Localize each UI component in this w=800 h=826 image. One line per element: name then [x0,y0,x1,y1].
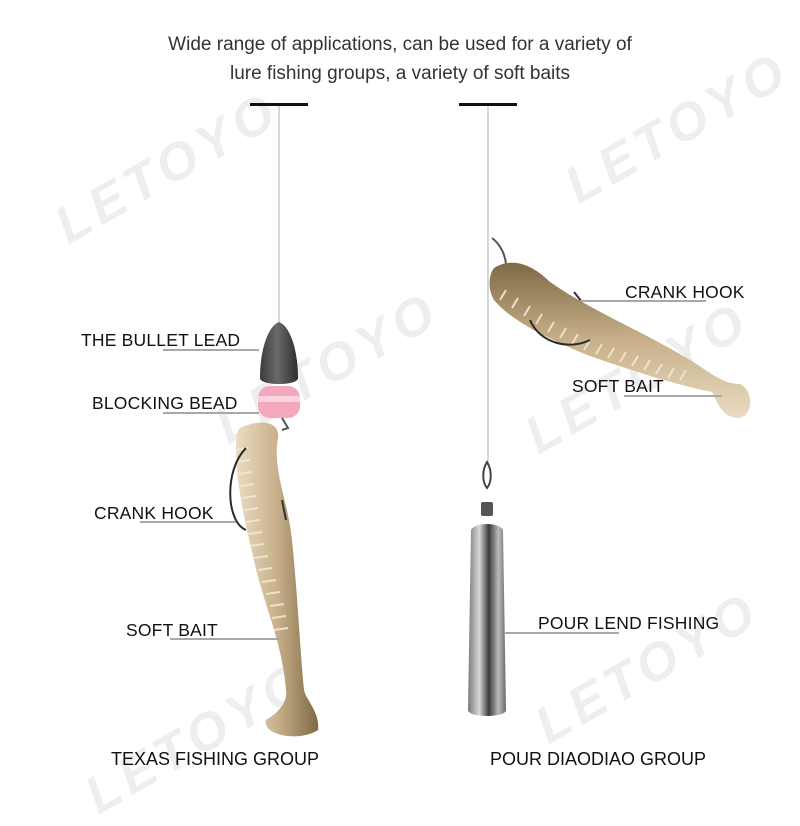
leader-pour-lend-fishing [505,632,619,634]
label-crank-hook-right: CRANK HOOK [625,282,745,302]
headline-line-2: lure fishing groups, a variety of soft b… [229,63,571,84]
leader-soft-bait-right [624,395,722,397]
swivel-icon [481,460,493,516]
label-blocking-bead: BLOCKING BEAD [92,393,238,413]
leader-bullet-lead [163,349,259,351]
leader-soft-bait-left [170,638,282,640]
bullet-lead-icon [260,322,298,384]
leader-blocking-bead [163,412,259,414]
rig-illustrations [229,237,751,737]
pour-lead-sinker-icon [468,524,506,716]
left-soft-bait-icon [229,417,319,737]
texas-group-title: TEXAS FISHING GROUP [111,749,320,769]
left-top-bar [250,103,308,106]
blocking-bead-icon [258,386,300,418]
headline: Wide range of applications, can be used … [0,30,800,88]
diaodiao-group-title: POUR DIAODIAO GROUP [490,749,707,769]
right-soft-bait-icon [489,237,751,419]
leader-crank-hook-right [580,300,706,302]
label-pour-lend-fishing: POUR LEND FISHING [538,613,720,633]
label-soft-bait-right: SOFT BAIT [572,376,664,396]
right-top-bar [459,103,517,106]
label-soft-bait-left: SOFT BAIT [126,620,218,640]
label-bullet-lead: THE BULLET LEAD [81,330,241,350]
left-fishing-line [278,106,280,326]
headline-line-1: Wide range of applications, can be used … [168,34,632,55]
right-fishing-line [487,106,489,466]
label-crank-hook-left: CRANK HOOK [94,503,214,523]
leader-crank-hook-left [140,521,236,523]
